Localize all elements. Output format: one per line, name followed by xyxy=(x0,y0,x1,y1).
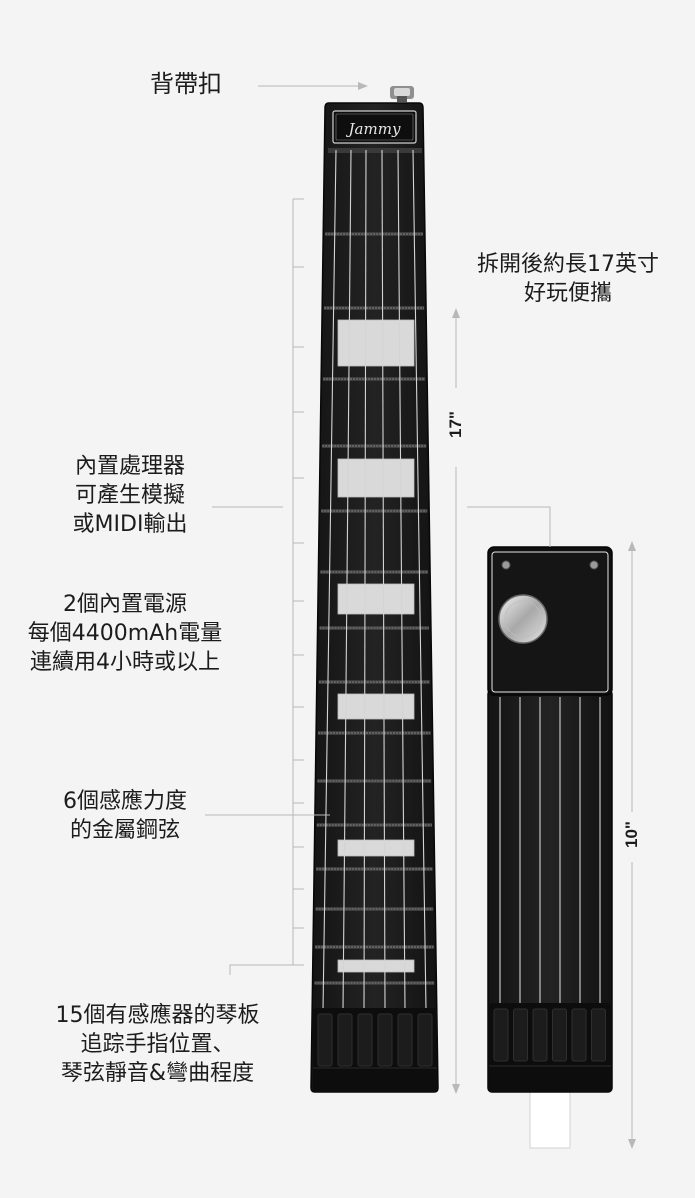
guitar-neck: Jammy xyxy=(310,86,439,1093)
fretboard-line: 15個有感應器的琴板 xyxy=(55,1003,260,1028)
screw-icon xyxy=(501,560,511,570)
sensor-slot xyxy=(532,1008,548,1062)
sensor-slot xyxy=(337,1013,353,1067)
neck-string xyxy=(322,149,337,1011)
body-bottom-block xyxy=(489,1003,611,1092)
fret xyxy=(314,981,435,985)
head-logo-plate: Jammy xyxy=(332,110,417,144)
strings-line: 6個感應力度 xyxy=(63,789,187,814)
sensor-slot xyxy=(417,1013,433,1067)
neck-string xyxy=(342,149,352,1011)
sensor-slot xyxy=(571,1008,587,1062)
fret-inlay xyxy=(337,839,415,857)
fret xyxy=(320,570,429,574)
leader-lines xyxy=(205,82,636,1149)
strings-callout: 6個感應力度 的金屬鋼弦 xyxy=(40,787,210,845)
processor-line: 或MIDI輸出 xyxy=(72,512,188,537)
brand-logo: Jammy xyxy=(346,120,401,138)
strings-line: 的金屬鋼弦 xyxy=(69,818,180,843)
neck-bottom-block xyxy=(313,1008,437,1092)
fret-inlay xyxy=(337,693,415,720)
fret xyxy=(318,731,431,735)
neck-string xyxy=(397,149,406,1011)
processor-line: 內置處理器 xyxy=(74,454,185,479)
battery-line: 每個4400mAh電量 xyxy=(27,621,223,646)
guitar-body xyxy=(487,546,613,1149)
processor-callout: 內置處理器 可產生模擬 或MIDI輸出 xyxy=(50,452,210,539)
sensor-slot xyxy=(493,1008,509,1062)
sensor-slot xyxy=(377,1013,393,1067)
fretboard-line: 琴弦靜音&彎曲程度 xyxy=(60,1061,255,1086)
sensor-slot xyxy=(552,1008,567,1062)
sensor-slot xyxy=(591,1008,606,1062)
neck-string xyxy=(412,149,427,1011)
volume-knob-icon[interactable] xyxy=(498,594,548,644)
fret-inlay xyxy=(337,458,415,498)
neck-string xyxy=(381,149,386,1011)
fret-inlay xyxy=(337,583,415,615)
fret xyxy=(315,945,434,949)
length-line: 拆開後約長17英寸 xyxy=(477,252,659,277)
body-length-dimension: 10" xyxy=(622,821,641,848)
screw-icon xyxy=(589,560,599,570)
length-callout: 拆開後約長17英寸 好玩便攜 xyxy=(458,250,678,308)
processor-line: 可產生模擬 xyxy=(74,483,185,508)
strap-button-label: 背帶扣 xyxy=(150,70,222,98)
fret xyxy=(324,306,425,310)
fret xyxy=(317,779,432,783)
strap-button-icon xyxy=(390,86,414,102)
battery-callout: 2個內置電源 每個4400mAh電量 連續用4小時或以上 xyxy=(10,590,240,677)
fret-inlay xyxy=(337,319,415,367)
control-panel xyxy=(487,546,613,696)
battery-line: 連續用4小時或以上 xyxy=(30,650,220,675)
fretboard-line: 追踪手指位置、 xyxy=(80,1032,235,1057)
battery-line: 2個內置電源 xyxy=(63,592,187,617)
fret-inlay xyxy=(337,959,415,973)
sensor-slot xyxy=(513,1008,528,1062)
neck-string xyxy=(363,149,367,1011)
sensor-slot xyxy=(397,1013,413,1067)
length-line: 好玩便攜 xyxy=(523,281,612,306)
full-length-dimension: 17" xyxy=(446,411,465,438)
fretboard-callout: 15個有感應器的琴板 追踪手指位置、 琴弦靜音&彎曲程度 xyxy=(20,1001,295,1088)
sensor-slot xyxy=(317,1013,333,1067)
sensor-slot xyxy=(357,1013,373,1067)
